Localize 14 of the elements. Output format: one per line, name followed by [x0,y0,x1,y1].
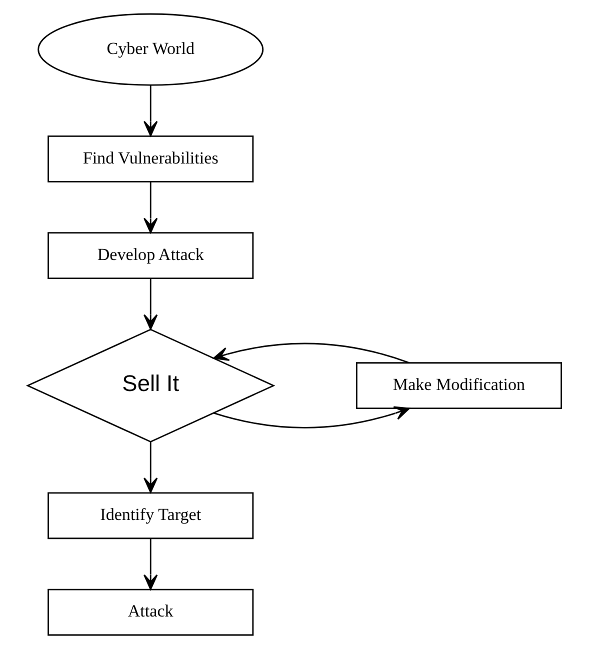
arrow [144,442,158,494]
node-box: Identify Target [48,492,254,540]
arrow [144,538,158,590]
arrow [214,406,410,428]
arrow [144,182,158,234]
node-box: Find Vulnerabilities [48,135,254,182]
node-box: Make Modification [356,362,562,410]
arrow [144,85,158,136]
arrow [144,278,158,330]
arrow [213,342,410,364]
node-box: Develop Attack [48,232,254,280]
node-ellipse: Cyber World [38,13,264,86]
node-diamond: Sell It [26,328,276,443]
node-box: Attack [48,588,254,636]
